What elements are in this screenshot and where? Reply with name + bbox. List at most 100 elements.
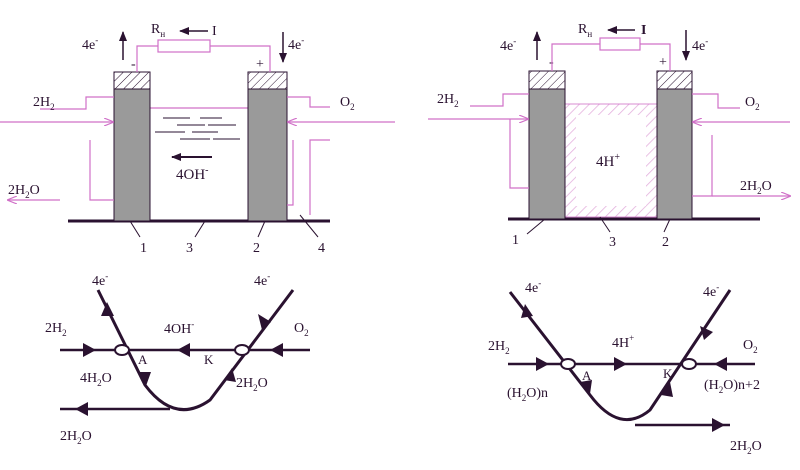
right-electron-label: 4e- (254, 271, 270, 289)
anode-electron-label: 4e- (500, 36, 516, 54)
callout-4: 4 (318, 241, 325, 256)
cathode-water-label: 2H2O (236, 376, 268, 393)
flow-arrowhead (177, 343, 190, 357)
cathode-electrode (247, 88, 288, 222)
flow-arrowhead (714, 357, 727, 371)
external-circuit-wire (136, 45, 271, 72)
ion-label: 4OH- (176, 165, 209, 183)
hydrogen-inlet-label: 2H2 (437, 92, 459, 109)
callout-1: 1 (140, 241, 147, 256)
cathode-label: K (663, 366, 673, 381)
membrane-interior (576, 115, 646, 206)
cathode-node (681, 358, 697, 370)
flow-arrowhead (75, 402, 88, 416)
ion-flow-label: 4OH- (164, 319, 194, 337)
resistor-label: Rн (151, 22, 165, 39)
oxygen-inlet-line (692, 93, 740, 109)
cathode-electron-label: 4e- (692, 36, 708, 54)
flow-arrowhead (700, 326, 713, 340)
ion-label: 4H+ (596, 152, 620, 170)
flow-arrowhead (83, 343, 96, 357)
callout-2: 2 (662, 235, 669, 250)
left-electron-label: 4e- (92, 271, 108, 289)
alkaline-cell: 4OH- - + Rн I 4e- 4e- 2H2 O2 2H2O (0, 22, 395, 256)
flow-arrowhead (614, 357, 627, 371)
cathode-water-label: (H2O)n+2 (704, 378, 760, 395)
water-outlet-line (692, 135, 713, 197)
callout-2: 2 (253, 241, 260, 256)
water-output-label: 2H2O (60, 429, 92, 446)
electrolyte-ripples (155, 117, 240, 140)
alkaline-graph-labels: 4e- 4e- 2H2 O2 4OH- A K 4H2O 2H2O 2H2O (45, 271, 309, 446)
current-label: I (212, 24, 217, 39)
anode-node (560, 358, 576, 370)
flow-arrowhead (712, 418, 725, 432)
callout-3: 3 (609, 235, 616, 250)
water-return-curve (96, 289, 295, 412)
alkaline-flow-graph (60, 289, 310, 416)
minus-sign: - (131, 57, 136, 72)
hydrogen-inlet-label: 2H2 (33, 95, 55, 112)
external-circuit-wire (551, 43, 671, 71)
ion-flow-label: 4H+ (612, 333, 634, 351)
oxygen-inlet-label: O2 (340, 95, 355, 112)
water-outlet-line (89, 140, 114, 201)
plus-sign: + (256, 57, 264, 72)
flow-arrowhead (580, 380, 592, 394)
plus-sign: + (659, 55, 667, 70)
anode-terminal-cap (113, 71, 151, 90)
resistor-label: Rн (578, 22, 592, 39)
cathode-electron-label: 4e- (288, 35, 304, 53)
hydrogen-input-label: 2H2 (45, 321, 67, 338)
flow-arrowhead (270, 343, 283, 357)
flow-arrowhead (661, 382, 673, 397)
cathode-terminal-cap (656, 70, 693, 90)
acid-cell: 4H+ - + Rн I 4e- 4e- 2H2 O2 2H2O 1 3 (428, 22, 790, 250)
anode-terminal-cap (528, 70, 566, 90)
callout-1: 1 (512, 233, 519, 248)
acid-graph-labels: 4e- 4e- 2H2 O2 4H+ A K (H2O)n (H2O)n+2 2… (488, 278, 762, 456)
cathode-side-pipe (287, 139, 330, 215)
water-outlet-label: 2H2O (8, 183, 40, 200)
cathode-terminal-cap (247, 71, 288, 90)
left-electron-label: 4e- (525, 278, 541, 296)
flow-arrowhead (258, 314, 271, 330)
right-electron-label: 4e- (703, 282, 719, 300)
oxygen-input-label: O2 (743, 338, 758, 355)
current-label: I (641, 23, 646, 38)
cathode-electrode (656, 88, 693, 220)
flow-arrowhead (521, 304, 533, 318)
oxygen-input-label: O2 (294, 321, 309, 338)
hydrogen-input-label: 2H2 (488, 339, 510, 356)
water-return-curve (508, 289, 732, 421)
anode-water-label: (H2O)n (507, 386, 548, 403)
hydrogen-inlet-line (470, 93, 529, 107)
callouts (129, 214, 319, 238)
water-outlet-label: 2H2O (740, 179, 772, 196)
water-output-label: 2H2O (730, 439, 762, 456)
oxygen-inlet-label: O2 (745, 95, 760, 112)
anode-node (114, 344, 130, 356)
anode-electrode (528, 88, 566, 220)
flow-arrowhead (101, 302, 114, 316)
callout-3: 3 (186, 241, 193, 256)
anode-label: A (138, 352, 148, 367)
cathode-node (234, 344, 250, 356)
flow-arrowhead (139, 372, 151, 386)
oxygen-inlet-line (287, 96, 330, 108)
anode-side-pipe (509, 119, 529, 189)
load-resistor (599, 37, 641, 51)
anode-electron-label: 4e- (82, 35, 98, 53)
load-resistor (157, 39, 211, 53)
hydrogen-inlet-line (40, 96, 114, 110)
flow-arrowhead (224, 368, 236, 382)
cathode-label: K (204, 352, 214, 367)
callouts (526, 216, 671, 235)
acid-flow-graph (508, 289, 755, 432)
anode-label: A (582, 368, 592, 383)
anode-water-label: 4H2O (80, 371, 112, 388)
flow-arrowhead (536, 357, 549, 371)
anode-electrode (113, 88, 151, 222)
